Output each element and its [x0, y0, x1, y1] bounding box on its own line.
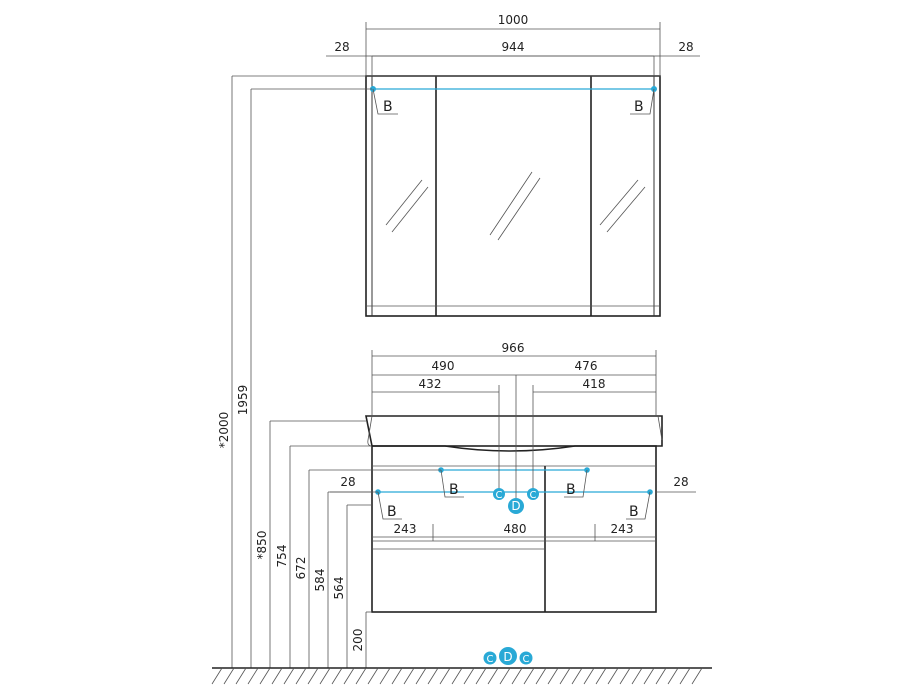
svg-text:B: B — [383, 99, 393, 115]
floor-hatch-line — [259, 667, 271, 685]
floor-marker-d: D — [499, 647, 517, 665]
floor-marker-c-left: C — [483, 651, 497, 665]
floor-hatch-line — [271, 667, 283, 685]
marker-b-vanity-2: B — [440, 469, 464, 498]
svg-text:C: C — [530, 490, 537, 501]
floor-hatch-line — [679, 667, 691, 685]
floor-hatch-line — [619, 667, 631, 685]
floor-hatch-line — [451, 667, 463, 685]
dim-vanity-right-inner: 418 — [583, 377, 606, 391]
dim-vanity-left-half: 490 — [432, 359, 455, 373]
dim-vanity-width: 966 — [502, 341, 525, 355]
floor-hatch-line — [499, 667, 511, 685]
mirror-cabinet: B B — [365, 55, 661, 317]
marker-b-top-right: B — [630, 88, 655, 115]
glass-mark-center — [489, 171, 541, 241]
dim-vanity-right-half: 476 — [575, 359, 598, 373]
dim-height-564: 564 — [332, 577, 346, 600]
floor-hatch-line — [391, 667, 403, 685]
floor-hatch-line — [523, 667, 535, 685]
dim-top-right-offset: 28 — [678, 40, 693, 54]
floor-hatch-line — [403, 667, 415, 685]
floor-hatch-line — [487, 667, 499, 685]
floor-hatch-line — [307, 667, 319, 685]
dim-height-1959: 1959 — [236, 385, 250, 416]
marker-b-vanity-4: B — [626, 491, 651, 520]
dim-height-850: *850 — [255, 531, 269, 560]
svg-text:B: B — [566, 482, 576, 498]
floor-hatch-line — [463, 667, 475, 685]
dim-top-left-offset: 28 — [334, 40, 349, 54]
marker-b-top-left: B — [372, 88, 398, 115]
floor-hatch-line — [547, 667, 559, 685]
dim-vanity-left-offset: 28 — [340, 475, 355, 489]
dim-top-inner: 944 — [502, 40, 525, 54]
floor-hatch-line — [331, 667, 343, 685]
marker-d: D — [508, 498, 524, 514]
floor-hatch-line — [319, 667, 331, 685]
dim-vanity-left-inner: 432 — [419, 377, 442, 391]
floor-marker-c-right: C — [519, 651, 533, 665]
glass-mark-left — [385, 179, 429, 233]
floor-hatch-line — [427, 667, 439, 685]
floor-hatch-line — [595, 667, 607, 685]
floor-hatch-line — [655, 667, 667, 685]
floor-hatch-line — [223, 667, 235, 685]
floor-hatch-line — [643, 667, 655, 685]
marker-b-vanity-1: B — [377, 491, 402, 520]
top-dimensions: 1000 28 944 28 — [326, 13, 700, 76]
height-dimensions: *2000 1959 *850 754 672 584 564 200 — [217, 75, 441, 668]
dim-height-2000: *2000 — [217, 412, 231, 449]
floor — [211, 667, 712, 685]
dim-drawer-left: 243 — [394, 522, 417, 536]
vanity-dimensions: 966 490 476 432 418 28 28 243 480 243 — [330, 341, 696, 541]
floor-hatch-line — [343, 667, 355, 685]
floor-hatch-line — [511, 667, 523, 685]
floor-hatch-line — [439, 667, 451, 685]
floor-hatch-line — [367, 667, 379, 685]
floor-hatch-line — [535, 667, 547, 685]
floor-hatch-line — [283, 667, 295, 685]
floor-hatch-line — [571, 667, 583, 685]
floor-hatch-line — [295, 667, 307, 685]
dim-height-200: 200 — [351, 629, 365, 652]
floor-hatch-line — [379, 667, 391, 685]
dim-height-672: 672 — [294, 557, 308, 580]
svg-text:B: B — [387, 504, 397, 520]
floor-hatch-line — [691, 667, 703, 685]
floor-hatch-line — [355, 667, 367, 685]
svg-text:B: B — [629, 504, 639, 520]
svg-text:C: C — [523, 654, 530, 665]
dim-top-width: 1000 — [498, 13, 529, 27]
svg-text:D: D — [511, 499, 520, 513]
dim-drawer-right: 243 — [611, 522, 634, 536]
floor-hatch-line — [631, 667, 643, 685]
floor-hatch-line — [559, 667, 571, 685]
marker-c-left: C — [493, 488, 505, 501]
marker-c-right: C — [527, 488, 539, 501]
floor-hatch-line — [247, 667, 259, 685]
vanity: B B B B C D C — [365, 375, 663, 613]
svg-text:C: C — [487, 654, 494, 665]
floor-hatch-line — [235, 667, 247, 685]
floor-hatch-line — [211, 667, 223, 685]
floor-hatch-line — [415, 667, 427, 685]
floor-hatch-line — [607, 667, 619, 685]
marker-b-vanity-3: B — [564, 469, 588, 498]
dim-vanity-right-offset: 28 — [673, 475, 688, 489]
svg-text:C: C — [496, 490, 503, 501]
dim-height-584: 584 — [313, 569, 327, 592]
dim-drawer-middle: 480 — [504, 522, 527, 536]
floor-markers: C D C — [483, 647, 533, 665]
dim-height-754: 754 — [275, 545, 289, 568]
floor-hatch-line — [475, 667, 487, 685]
floor-hatch-line — [583, 667, 595, 685]
floor-hatch-line — [667, 667, 679, 685]
svg-text:B: B — [449, 482, 459, 498]
svg-text:D: D — [503, 650, 512, 664]
glass-mark-right — [599, 179, 646, 233]
svg-text:B: B — [634, 99, 644, 115]
